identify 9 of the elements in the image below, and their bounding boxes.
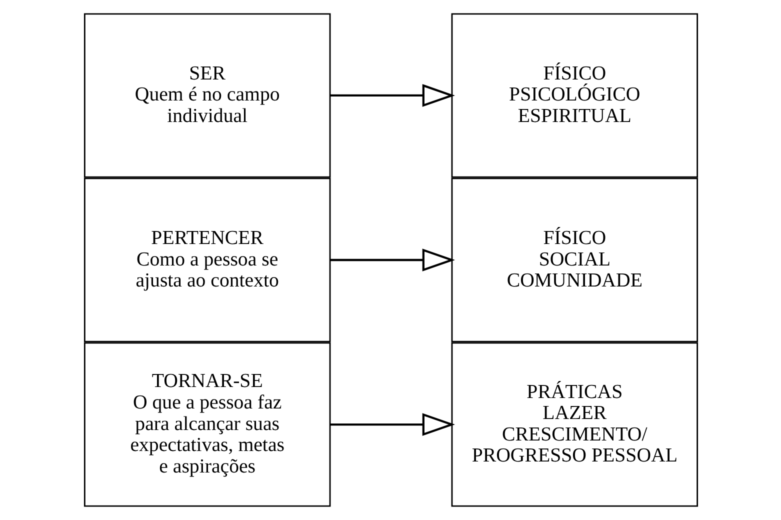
arrow	[330, 413, 454, 436]
node-box: PERTENCER Como a pessoa se ajusta ao contexto	[83, 178, 330, 342]
node-box: SER Quem é no campo individual	[83, 13, 330, 178]
node-box: TORNAR-SE O que a pessoa faz para alcançar suas expectativas, metas e aspirações	[83, 342, 330, 507]
arrow	[330, 248, 454, 272]
node-box: FÍSICO PSICOLÓGICO ESPIRITUAL	[450, 13, 698, 178]
arrow	[330, 84, 454, 107]
node-box: FÍSICO SOCIAL COMUNIDADE	[450, 178, 698, 342]
node-box: PRÁTICAS LAZER CRESCIMENTO/ PROGRESSO PESSOAL	[450, 342, 698, 507]
